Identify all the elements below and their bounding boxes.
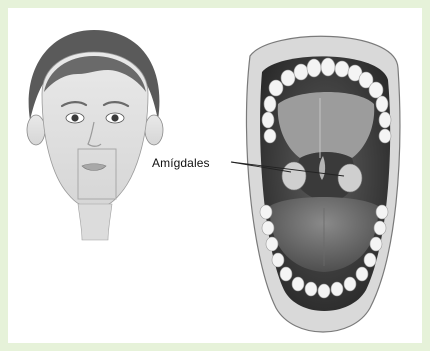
open-mouth xyxy=(246,36,399,332)
right-tonsil xyxy=(338,164,362,192)
tonsils-label: Amígdales xyxy=(152,156,210,170)
child-face xyxy=(27,30,163,240)
neck xyxy=(78,204,112,240)
illustration-canvas xyxy=(8,8,422,343)
right-ear xyxy=(145,115,163,145)
illustration-frame: Amígdales xyxy=(8,8,422,343)
left-ear xyxy=(27,115,45,145)
left-tonsil xyxy=(282,162,306,190)
palate xyxy=(278,92,375,158)
